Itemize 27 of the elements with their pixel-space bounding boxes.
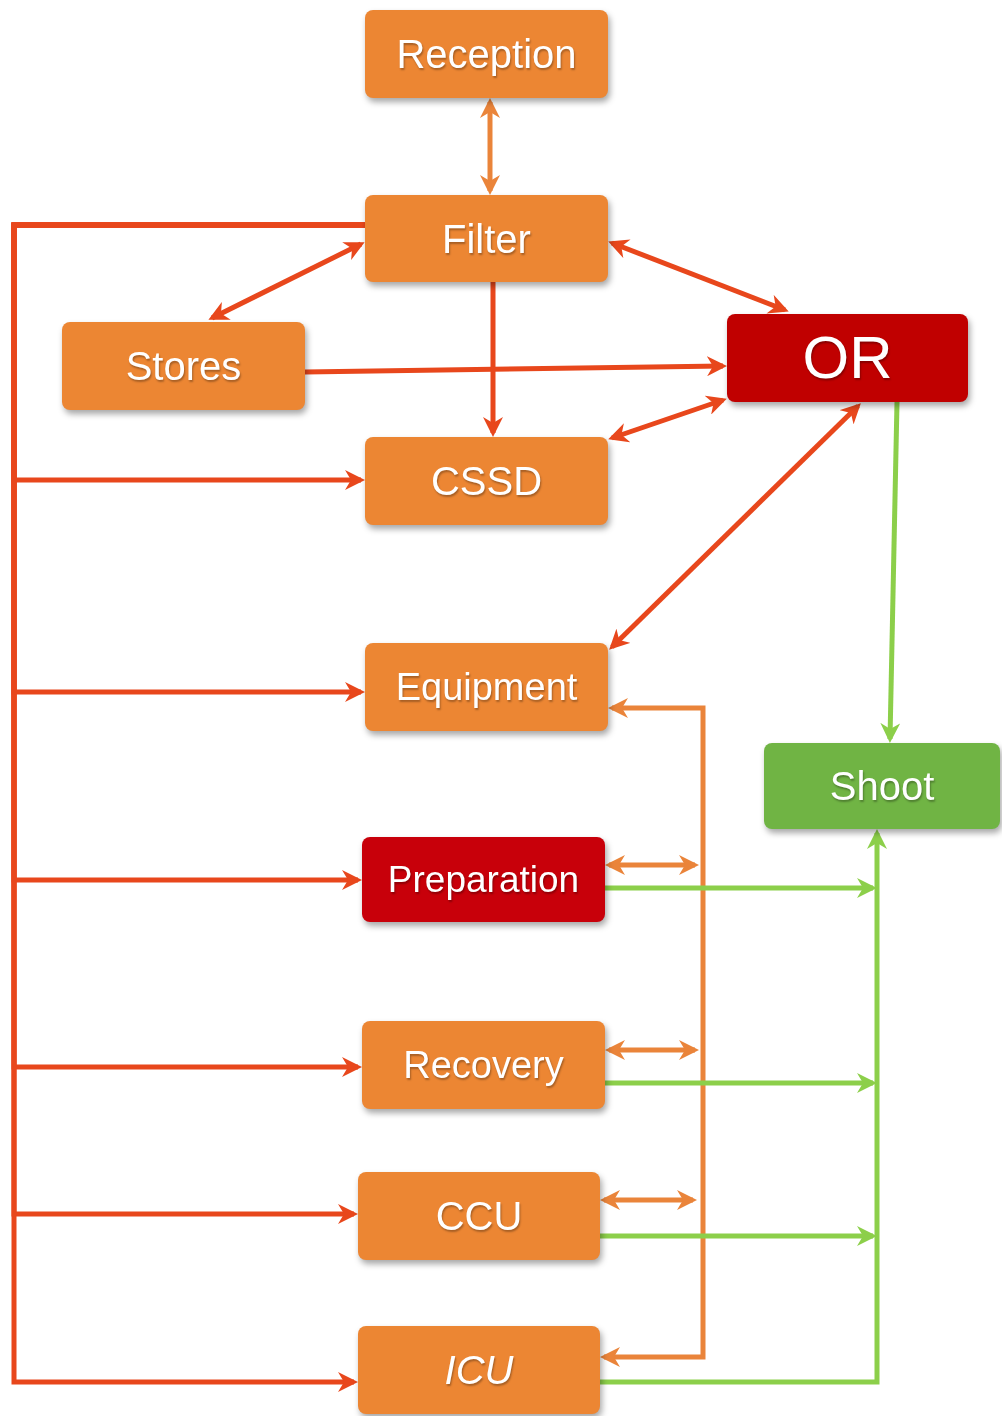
arrow <box>605 878 877 898</box>
arrow <box>208 241 365 321</box>
process-box: Stores <box>62 322 305 410</box>
process-box: Reception <box>365 10 608 98</box>
arrow <box>600 1190 697 1210</box>
arrow <box>480 98 500 195</box>
arrow <box>608 239 789 314</box>
process-box: Equipment <box>365 643 608 731</box>
process-box: Filter <box>365 195 608 282</box>
arrow <box>605 1040 699 1060</box>
process-box: OR <box>727 314 968 402</box>
process-box: Preparation <box>362 837 605 922</box>
arrow <box>605 1073 877 1093</box>
process-box: ICU <box>358 1326 600 1414</box>
arrow <box>600 829 887 1385</box>
arrow <box>609 403 861 650</box>
arrow <box>605 855 699 875</box>
process-box: Shoot <box>764 743 1000 829</box>
arrow <box>304 356 727 377</box>
process-box: CSSD <box>365 437 608 525</box>
process-box: CCU <box>358 1172 600 1260</box>
arrow <box>483 282 503 437</box>
arrow <box>600 698 706 1367</box>
process-box: Recovery <box>362 1021 605 1109</box>
arrow <box>600 1226 877 1246</box>
arrow <box>880 401 901 743</box>
arrow <box>608 395 727 443</box>
